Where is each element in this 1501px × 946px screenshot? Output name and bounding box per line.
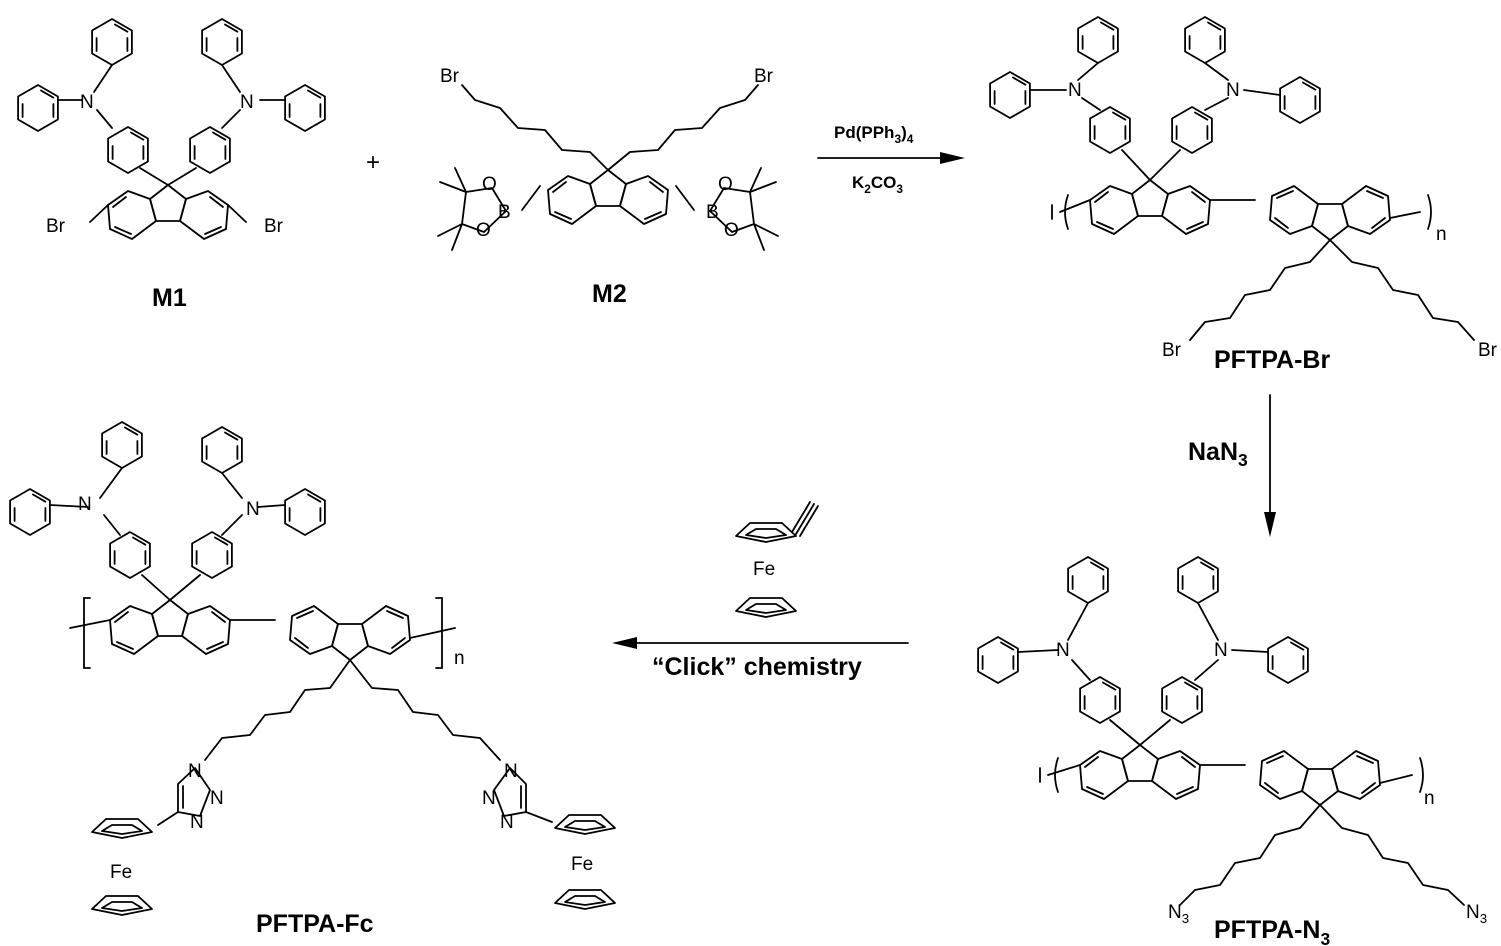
ethynylferrocene: Fe [735,501,819,618]
repeat-n: n [1424,788,1435,809]
atom-fe: Fe [110,862,132,883]
atom-b: B [498,202,511,223]
label-pftpa-br: PFTPA-Br [1214,346,1330,374]
atom-n: N [190,812,204,833]
atom-o: O [476,220,491,241]
atom-n: N [1226,80,1240,101]
label-pftpa-n3: PFTPA-N3 [1214,916,1330,946]
atom-n: N [210,788,224,809]
atom-b: B [706,202,719,223]
reaction-arrow-azide: NaN3 [1188,394,1276,537]
atom-n: N [188,761,202,782]
atom-n: N [500,812,514,833]
monomer-m1: N N Br Br M1 [17,18,326,312]
reaction-arrow-suzuki: Pd(PPh3)4 K2CO3 [817,123,965,196]
atom-br: Br [1162,340,1182,361]
atom-fe: Fe [571,854,593,875]
atom-n: N [1068,80,1082,101]
atom-n: N [504,761,518,782]
click-label: “Click” chemistry [652,653,862,681]
azide-group: N3 [1168,902,1189,926]
atom-br: Br [46,216,66,237]
azide-group: N3 [1466,902,1487,926]
atom-fe: Fe [753,559,775,580]
base-label: K2CO3 [852,173,903,196]
atom-n: N [482,788,496,809]
label-m2: M2 [592,280,627,308]
atom-n: N [80,92,94,113]
atom-br: Br [440,66,460,87]
atom-br: Br [1478,340,1498,361]
repeat-n: n [1436,224,1447,245]
reaction-arrow-click: “Click” chemistry Fe [612,501,909,681]
atom-n: N [1214,640,1228,661]
polymer-pftpa-n3: N N n N3 N3 PFTPA-N3 [977,556,1487,946]
monomer-m2: Br Br B B O O O O M2 [437,66,779,308]
azide-label: NaN3 [1188,438,1248,470]
atom-n: N [1056,640,1070,661]
plus-sign: + [366,149,380,176]
label-m1: M1 [152,284,187,312]
atom-br: Br [264,216,284,237]
atom-o: O [724,220,739,241]
atom-n: N [240,92,254,113]
catalyst-label: Pd(PPh3)4 [834,123,914,146]
label-pftpa-fc: PFTPA-Fc [256,910,374,938]
repeat-n: n [454,648,465,669]
polymer-pftpa-br: N N n Br Br PFTPA-Br [989,16,1498,374]
atom-n: N [78,494,92,515]
polymer-pftpa-fc: N N n N N N N N N Fe Fe PFTPA-Fc [9,421,616,938]
atom-n: N [246,499,260,520]
atom-o: O [482,174,497,195]
atom-o: O [718,174,733,195]
atom-br: Br [754,66,774,87]
